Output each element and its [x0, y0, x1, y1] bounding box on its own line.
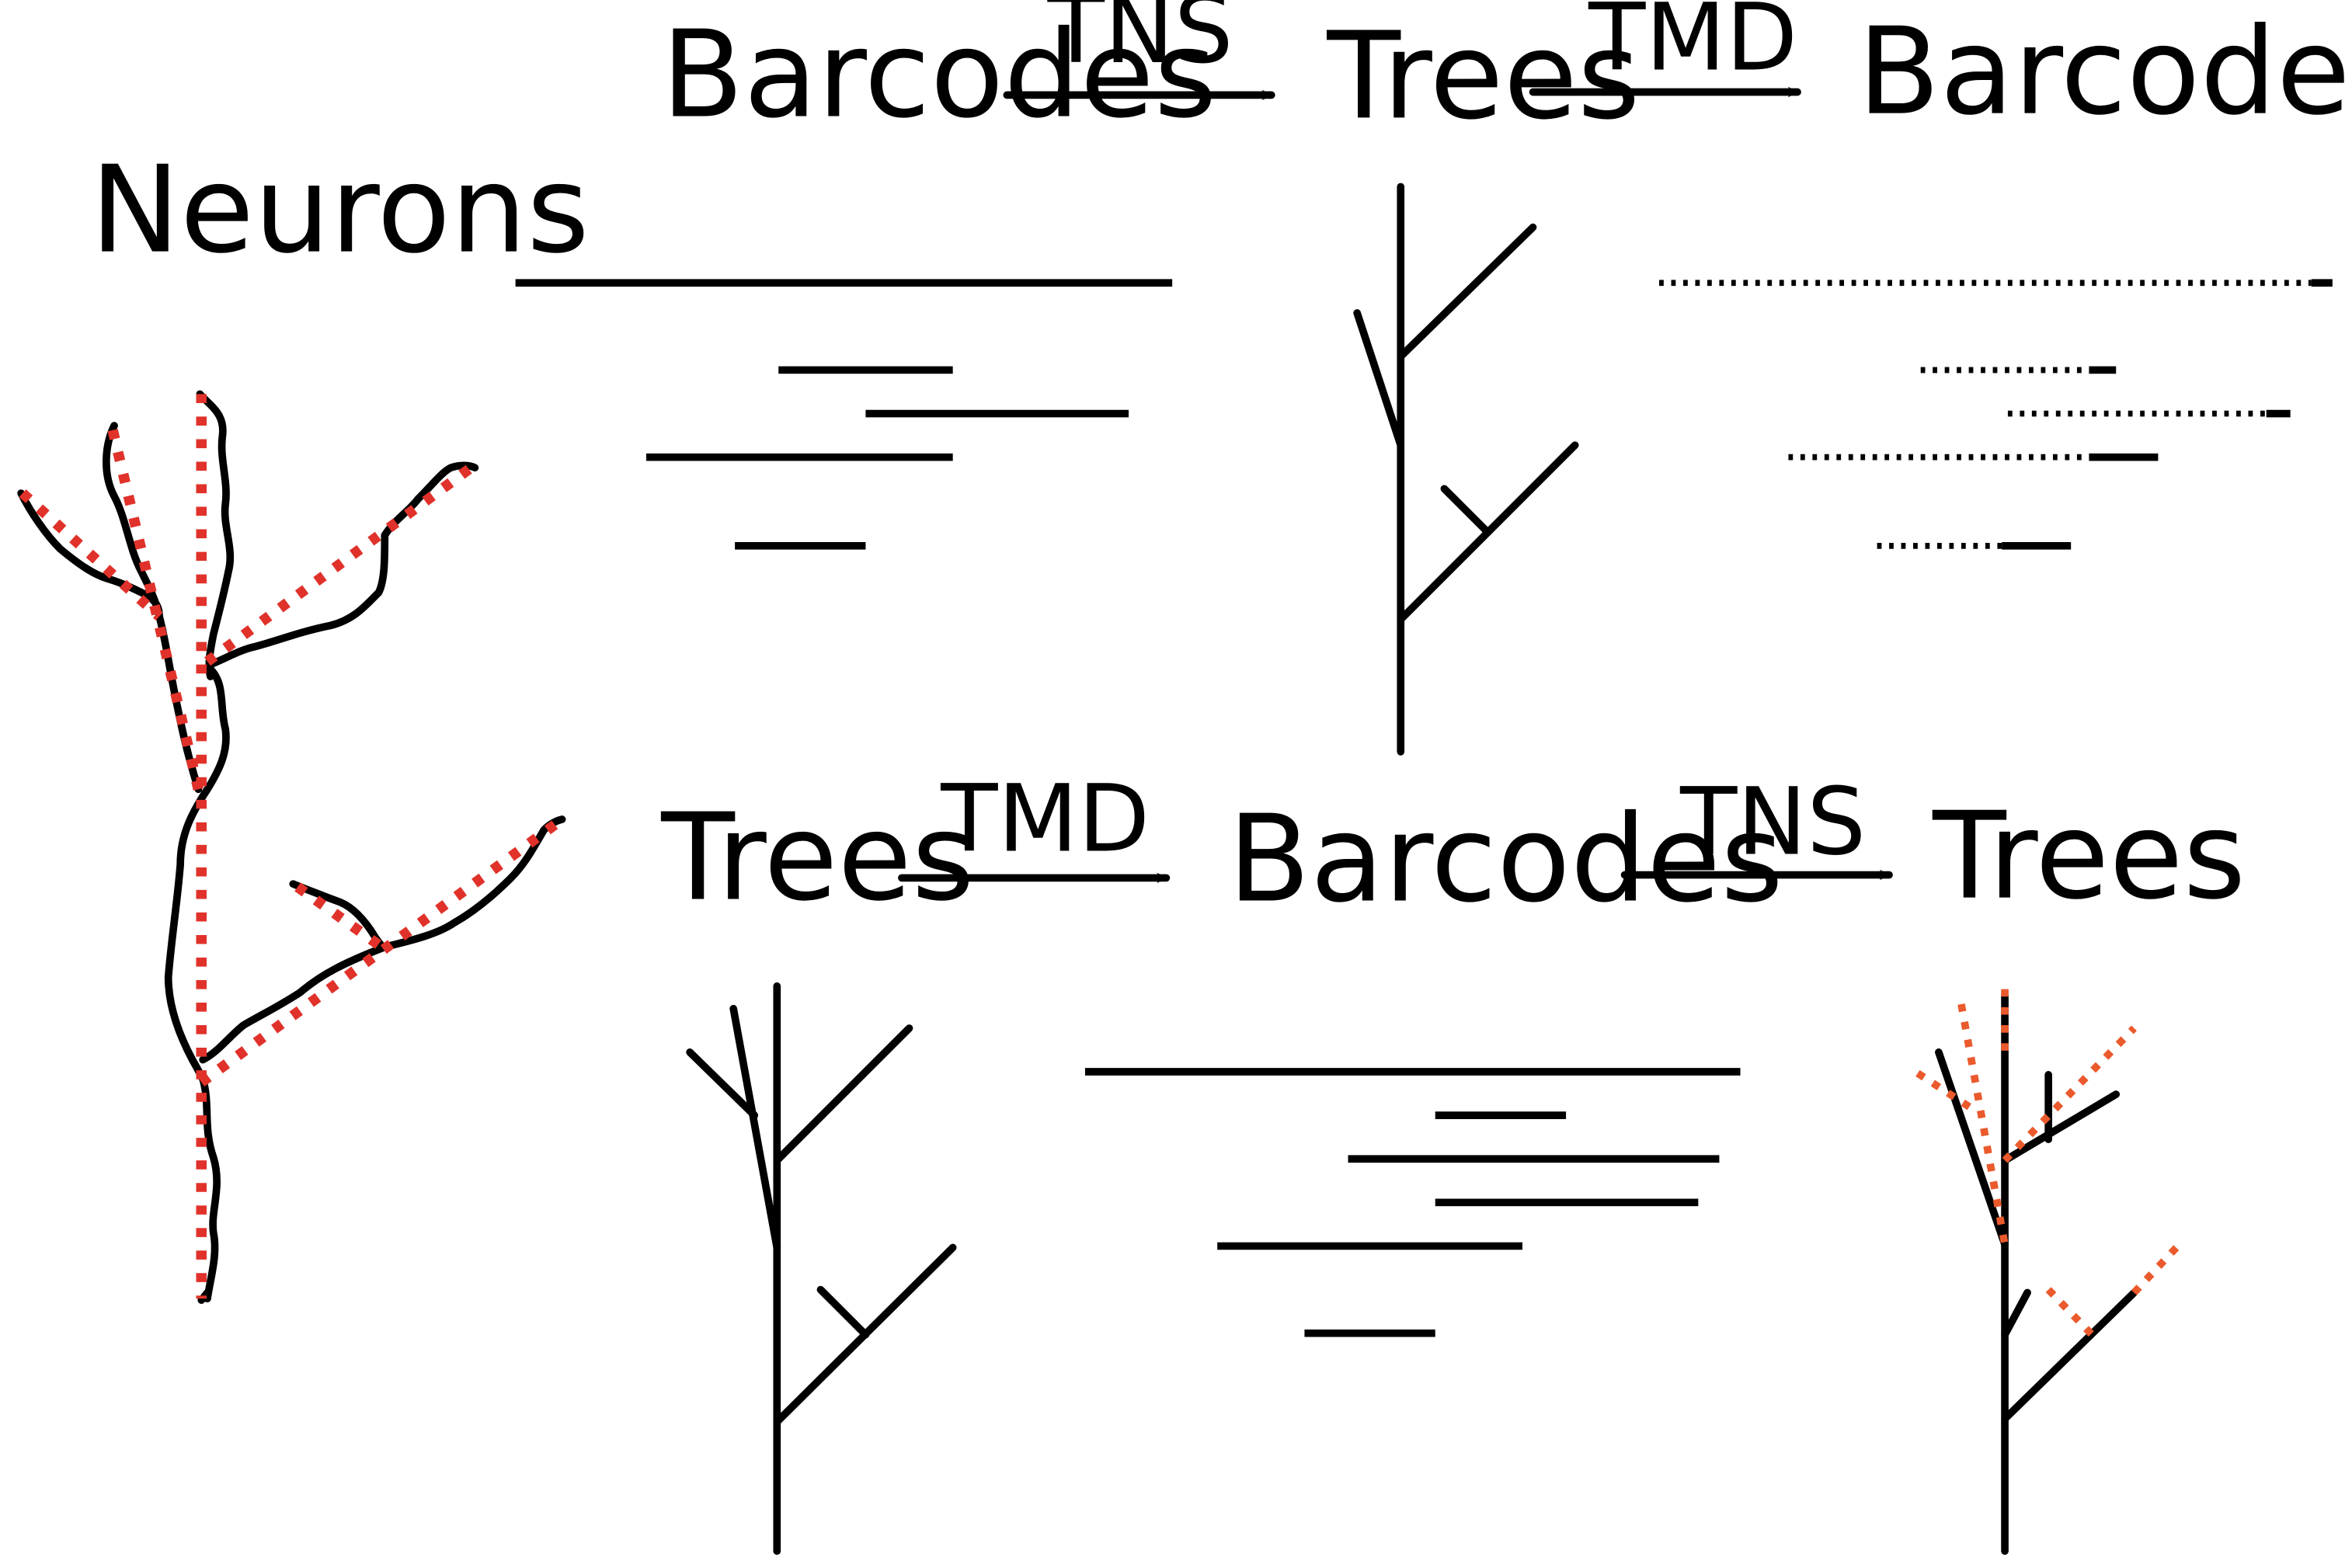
- tree-bottom-left: [686, 982, 957, 1556]
- top-trees-label: Trees: [1326, 5, 1640, 146]
- top-arrow1-label: TNS: [1047, 0, 1233, 85]
- bottom-trees-left-label: Trees: [660, 787, 974, 928]
- bottom-arrow1-label: TMD: [940, 766, 1150, 874]
- tree-top: [1353, 183, 1579, 756]
- top-barcodes-left-label: Barcodes: [661, 4, 1216, 144]
- tree-bottom-right: [1915, 989, 2183, 1556]
- bottom-trees-right-label: Trees: [1932, 786, 2246, 927]
- bottom-barcodes-label: Barcodes: [1228, 788, 1783, 929]
- barcodes-top-right: [1659, 279, 2333, 550]
- barcodes-bottom: [1084, 1068, 1741, 1337]
- top-barcodes-right-label: Barcodes: [1857, 2, 2352, 142]
- barcodes-top-left: [515, 279, 1173, 550]
- neurons-label: Neurons: [90, 140, 590, 280]
- bottom-arrow2-label: TNS: [1679, 768, 1866, 876]
- neuron-drawing: [17, 390, 566, 1304]
- top-arrow2-label: TMD: [1588, 0, 1797, 92]
